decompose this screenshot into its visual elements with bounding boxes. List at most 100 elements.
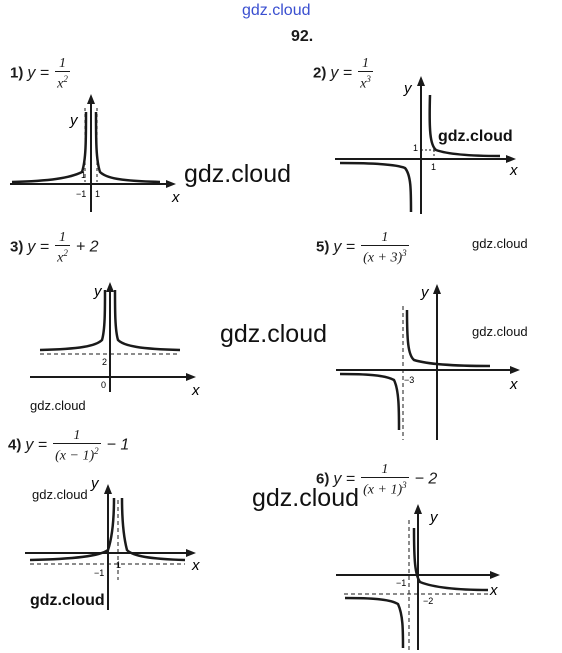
watermark: gdz.cloud xyxy=(184,160,292,188)
denominator-base: x xyxy=(57,250,64,266)
x-axis-arrow xyxy=(510,366,520,374)
tick-label: 1 xyxy=(116,560,121,570)
denominator-exponent: 2 xyxy=(63,248,68,258)
equation-lhs: y = xyxy=(330,64,353,82)
denominator-exponent: 2 xyxy=(63,74,68,84)
denominator: (x − 1)2 xyxy=(53,444,101,464)
watermark-top: gdz.cloud xyxy=(242,2,311,19)
y-axis-arrow xyxy=(417,76,425,86)
denominator: x3 xyxy=(358,72,373,92)
y-axis-label: y xyxy=(69,112,79,129)
y-axis-arrow xyxy=(87,94,95,104)
equation-1: 1) y = 1 x2 xyxy=(10,56,72,92)
numerator: 1 xyxy=(361,462,409,478)
denominator-base: (x + 1) xyxy=(363,482,403,498)
tick-label: −2 xyxy=(423,596,433,606)
y-axis-arrow xyxy=(104,484,112,494)
curve-right-branch xyxy=(412,527,489,592)
problem-number: 92. xyxy=(291,28,314,45)
watermark: gdz.cloud xyxy=(220,320,328,348)
watermark: gdz.cloud xyxy=(472,324,528,339)
y-axis-label: y xyxy=(90,475,100,492)
x-axis-label: x xyxy=(489,582,498,599)
fraction: 1 x3 xyxy=(358,56,373,92)
watermark: gdz.cloud xyxy=(30,398,86,413)
watermark: gdz.cloud xyxy=(472,236,528,251)
x-axis-arrow xyxy=(186,549,196,557)
denominator-base: (x − 1) xyxy=(55,448,95,464)
watermark: gdz.cloud xyxy=(30,592,105,609)
equation-lhs: y = xyxy=(27,64,50,82)
curve-right-branch xyxy=(120,497,186,562)
tick-label: −1 xyxy=(76,189,86,199)
tick-label: 2 xyxy=(102,357,107,367)
curve-left-branch xyxy=(339,161,413,213)
equation-2: 2) y = 1 x3 xyxy=(313,56,375,92)
fraction: 1 (x + 3)3 xyxy=(361,230,409,266)
y-axis-label: y xyxy=(429,509,439,526)
x-axis-arrow xyxy=(166,180,176,188)
curve-right-branch xyxy=(405,309,491,368)
denominator-base: x xyxy=(57,76,64,92)
denominator: (x + 1)3 xyxy=(361,478,409,498)
curve-right-branch xyxy=(428,94,501,158)
y-axis-label: y xyxy=(403,80,413,97)
numerator: 1 xyxy=(55,56,70,72)
tick-label: −3 xyxy=(404,375,414,385)
graph-number: 3) xyxy=(10,238,24,256)
x-axis-label: x xyxy=(191,382,200,399)
curve-right-branch xyxy=(94,111,161,184)
y-axis-label: y xyxy=(93,283,103,300)
denominator: (x + 3)3 xyxy=(361,246,409,266)
y-axis-arrow xyxy=(433,284,441,294)
fraction: 1 (x − 1)2 xyxy=(53,428,101,464)
equation-lhs: y = xyxy=(25,436,48,454)
equation-tail: − 1 xyxy=(106,436,130,454)
equation-4: 4) y = 1 (x − 1)2 − 1 xyxy=(8,428,129,464)
tick-label: 0 xyxy=(101,380,106,390)
fraction: 1 (x + 1)3 xyxy=(361,462,409,498)
curve-left-branch xyxy=(344,596,405,649)
x-axis-label: x xyxy=(509,162,518,179)
watermark: gdz.cloud xyxy=(32,487,88,502)
denominator-exponent: 2 xyxy=(94,446,99,456)
watermark: gdz.cloud xyxy=(438,128,513,145)
tick-label: −1 xyxy=(396,578,406,588)
tick-label: 1 xyxy=(81,170,86,180)
equation-6: 6) y = 1 (x + 1)3 − 2 xyxy=(316,462,437,498)
denominator: x2 xyxy=(55,72,70,92)
numerator: 1 xyxy=(53,428,101,444)
equation-5: 5) y = 1 (x + 3)3 xyxy=(316,230,411,266)
tick-label: 1 xyxy=(413,143,418,153)
tick-label: 1 xyxy=(431,162,436,172)
graph-number: 4) xyxy=(8,436,22,454)
denominator: x2 xyxy=(55,246,70,266)
fraction: 1 x2 xyxy=(55,56,70,92)
graph-number: 2) xyxy=(313,64,327,82)
denominator-base: (x + 3) xyxy=(363,250,403,266)
tick-label: 1 xyxy=(95,189,100,199)
x-axis-arrow xyxy=(186,373,196,381)
curve-left-branch xyxy=(29,497,116,562)
fraction: 1 x2 xyxy=(55,230,70,266)
graph-number: 5) xyxy=(316,238,330,256)
x-axis-label: x xyxy=(191,557,200,574)
equation-3: 3) y = 1 x2 + 2 xyxy=(10,230,99,266)
x-axis-arrow xyxy=(490,571,500,579)
equation-tail: − 2 xyxy=(414,470,438,488)
numerator: 1 xyxy=(361,230,409,246)
curve-left-branch xyxy=(339,372,401,431)
denominator-exponent: 3 xyxy=(402,480,407,490)
y-axis-label: y xyxy=(420,284,430,301)
watermark: gdz.cloud xyxy=(252,484,360,512)
equation-lhs: y = xyxy=(27,238,50,256)
curve-right-branch xyxy=(113,289,181,352)
x-axis-label: x xyxy=(171,189,180,206)
y-axis-arrow xyxy=(414,504,422,514)
equation-tail: + 2 xyxy=(75,238,99,256)
